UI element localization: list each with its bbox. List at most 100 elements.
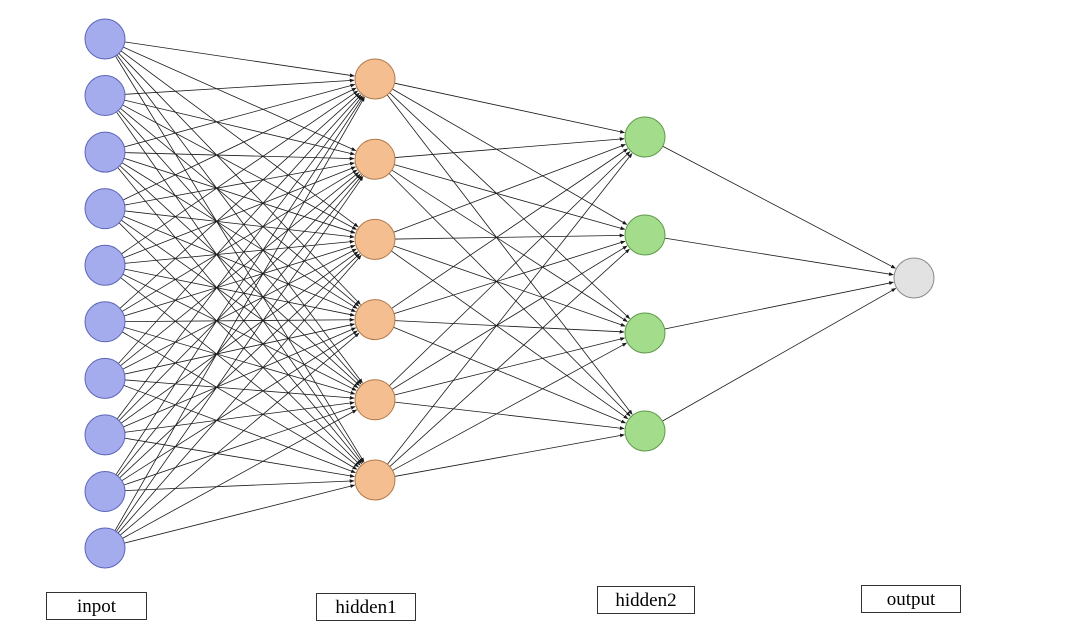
edge-input-10-to-hidden1-6	[124, 484, 356, 544]
edge-hidden1-5-to-hidden2-4	[394, 401, 625, 431]
edge-hidden1-5-to-hidden2-2	[391, 245, 628, 390]
edge-input-4-to-hidden1-2	[124, 161, 355, 206]
input-node-5	[84, 244, 126, 286]
edge-input-2-to-hidden1-4	[120, 108, 360, 307]
edge-input-6-to-hidden1-3	[124, 244, 356, 317]
edge-input-3-to-hidden1-5	[119, 165, 360, 386]
edge-hidden1-2-to-hidden2-2	[394, 164, 626, 231]
edge-input-1-to-hidden1-4	[118, 53, 361, 305]
input-node-1	[84, 18, 126, 60]
edge-hidden1-2-to-hidden2-4	[388, 173, 631, 417]
edge-hidden1-3-to-hidden2-2	[394, 233, 625, 240]
edge-input-6-to-hidden1-5	[124, 326, 356, 395]
input-node-2	[84, 75, 126, 117]
edge-input-7-to-hidden1-1	[118, 94, 362, 364]
hidden1-node-4	[354, 299, 396, 341]
edge-hidden2-1-to-output-1	[662, 145, 896, 269]
edge-input-9-to-hidden1-6	[124, 479, 355, 491]
edge-input-2-to-hidden1-5	[117, 110, 362, 385]
edge-input-5-to-hidden1-2	[123, 166, 356, 259]
edge-input-9-to-hidden1-1	[115, 96, 364, 475]
edge-hidden2-3-to-output-1	[664, 281, 894, 330]
edge-input-4-to-hidden1-5	[121, 219, 359, 388]
hidden2-node-2	[624, 214, 666, 256]
edge-hidden1-5-to-hidden2-3	[394, 337, 626, 396]
edge-input-10-to-hidden1-3	[117, 254, 362, 534]
input-node-3	[84, 131, 126, 173]
hidden1-node-5	[354, 379, 396, 421]
edge-input-7-to-hidden1-6	[123, 385, 356, 473]
hidden1-node-3	[354, 218, 396, 260]
edge-input-10-to-hidden1-2	[116, 176, 364, 532]
hidden1-node-1	[354, 58, 396, 100]
input-layer-label: inpot	[46, 592, 147, 620]
edge-hidden1-4-to-hidden2-1	[391, 148, 629, 309]
edge-input-4-to-hidden1-6	[118, 222, 361, 466]
edge-input-1-to-hidden1-3	[120, 50, 359, 228]
edge-input-3-to-hidden1-6	[117, 167, 362, 465]
edge-input-3-to-hidden1-2	[124, 152, 355, 161]
edge-input-1-to-hidden1-1	[124, 41, 355, 78]
edge-input-1-to-hidden1-2	[123, 46, 357, 152]
hidden2-node-3	[624, 312, 666, 354]
edge-hidden1-1-to-hidden2-1	[394, 82, 625, 134]
input-node-9	[84, 470, 126, 512]
edge-hidden1-6-to-hidden2-3	[392, 342, 627, 471]
input-node-6	[84, 301, 126, 343]
edge-input-3-to-hidden1-1	[124, 83, 356, 148]
edge-input-3-to-hidden1-3	[123, 157, 356, 234]
edge-input-3-to-hidden1-4	[121, 162, 358, 309]
edge-input-8-to-hidden1-4	[123, 327, 357, 428]
hidden2-node-4	[624, 410, 666, 452]
edge-hidden1-2-to-hidden2-1	[394, 137, 625, 158]
edge-input-5-to-hidden1-3	[124, 239, 355, 264]
edge-input-4-to-hidden1-1	[122, 87, 357, 201]
edge-hidden1-6-to-hidden2-1	[387, 153, 633, 465]
edge-input-2-to-hidden1-1	[124, 78, 355, 95]
edge-input-2-to-hidden1-2	[124, 99, 356, 156]
input-node-4	[84, 188, 126, 230]
hidden1-node-2	[354, 138, 396, 180]
edge-hidden1-6-to-hidden2-4	[394, 433, 625, 477]
connection-edges	[114, 41, 897, 544]
edge-hidden1-3-to-hidden2-1	[393, 144, 626, 233]
edge-input-9-to-hidden1-5	[123, 406, 356, 486]
edge-input-8-to-hidden1-3	[120, 251, 359, 424]
edge-input-9-to-hidden1-4	[121, 330, 358, 482]
edge-input-7-to-hidden1-2	[120, 172, 360, 367]
edge-input-2-to-hidden1-6	[116, 111, 364, 464]
edge-hidden1-5-to-hidden2-1	[389, 151, 631, 387]
edge-input-9-to-hidden1-2	[117, 175, 363, 477]
edge-hidden1-4-to-hidden2-3	[394, 320, 625, 334]
edge-hidden1-3-to-hidden2-4	[391, 250, 629, 420]
edge-input-9-to-hidden1-3	[119, 253, 360, 479]
edge-input-4-to-hidden1-4	[123, 215, 357, 312]
neuron-nodes	[84, 18, 935, 569]
input-node-8	[84, 414, 126, 456]
edge-input-1-to-hidden1-6	[115, 55, 365, 463]
edge-input-7-to-hidden1-5	[124, 379, 355, 400]
edge-hidden1-4-to-hidden2-2	[393, 240, 626, 315]
edge-hidden1-6-to-hidden2-2	[389, 248, 630, 467]
edge-hidden1-3-to-hidden2-3	[393, 245, 626, 327]
edge-input-8-to-hidden1-2	[118, 173, 361, 421]
hidden1-node-6	[354, 459, 396, 501]
edge-input-5-to-hidden1-1	[121, 90, 359, 255]
edge-input-4-to-hidden1-3	[124, 210, 355, 239]
edge-hidden1-1-to-hidden2-3	[389, 92, 631, 319]
hidden2-layer-label: hidden2	[597, 586, 695, 614]
output-node-1	[893, 257, 935, 299]
output-layer-label: output	[861, 585, 961, 613]
edge-hidden1-4-to-hidden2-4	[393, 326, 627, 424]
edge-hidden2-4-to-output-1	[662, 288, 897, 422]
edge-input-6-to-hidden1-4	[124, 317, 355, 323]
hidden1-layer-label: hidden1	[316, 593, 416, 621]
edge-hidden2-2-to-output-1	[664, 237, 894, 276]
edge-input-7-to-hidden1-3	[122, 248, 357, 370]
edge-input-10-to-hidden1-1	[114, 96, 365, 531]
edge-input-8-to-hidden1-1	[116, 95, 363, 420]
edge-hidden1-1-to-hidden2-2	[392, 88, 628, 225]
hidden2-node-1	[624, 116, 666, 158]
edge-input-10-to-hidden1-4	[120, 332, 360, 536]
